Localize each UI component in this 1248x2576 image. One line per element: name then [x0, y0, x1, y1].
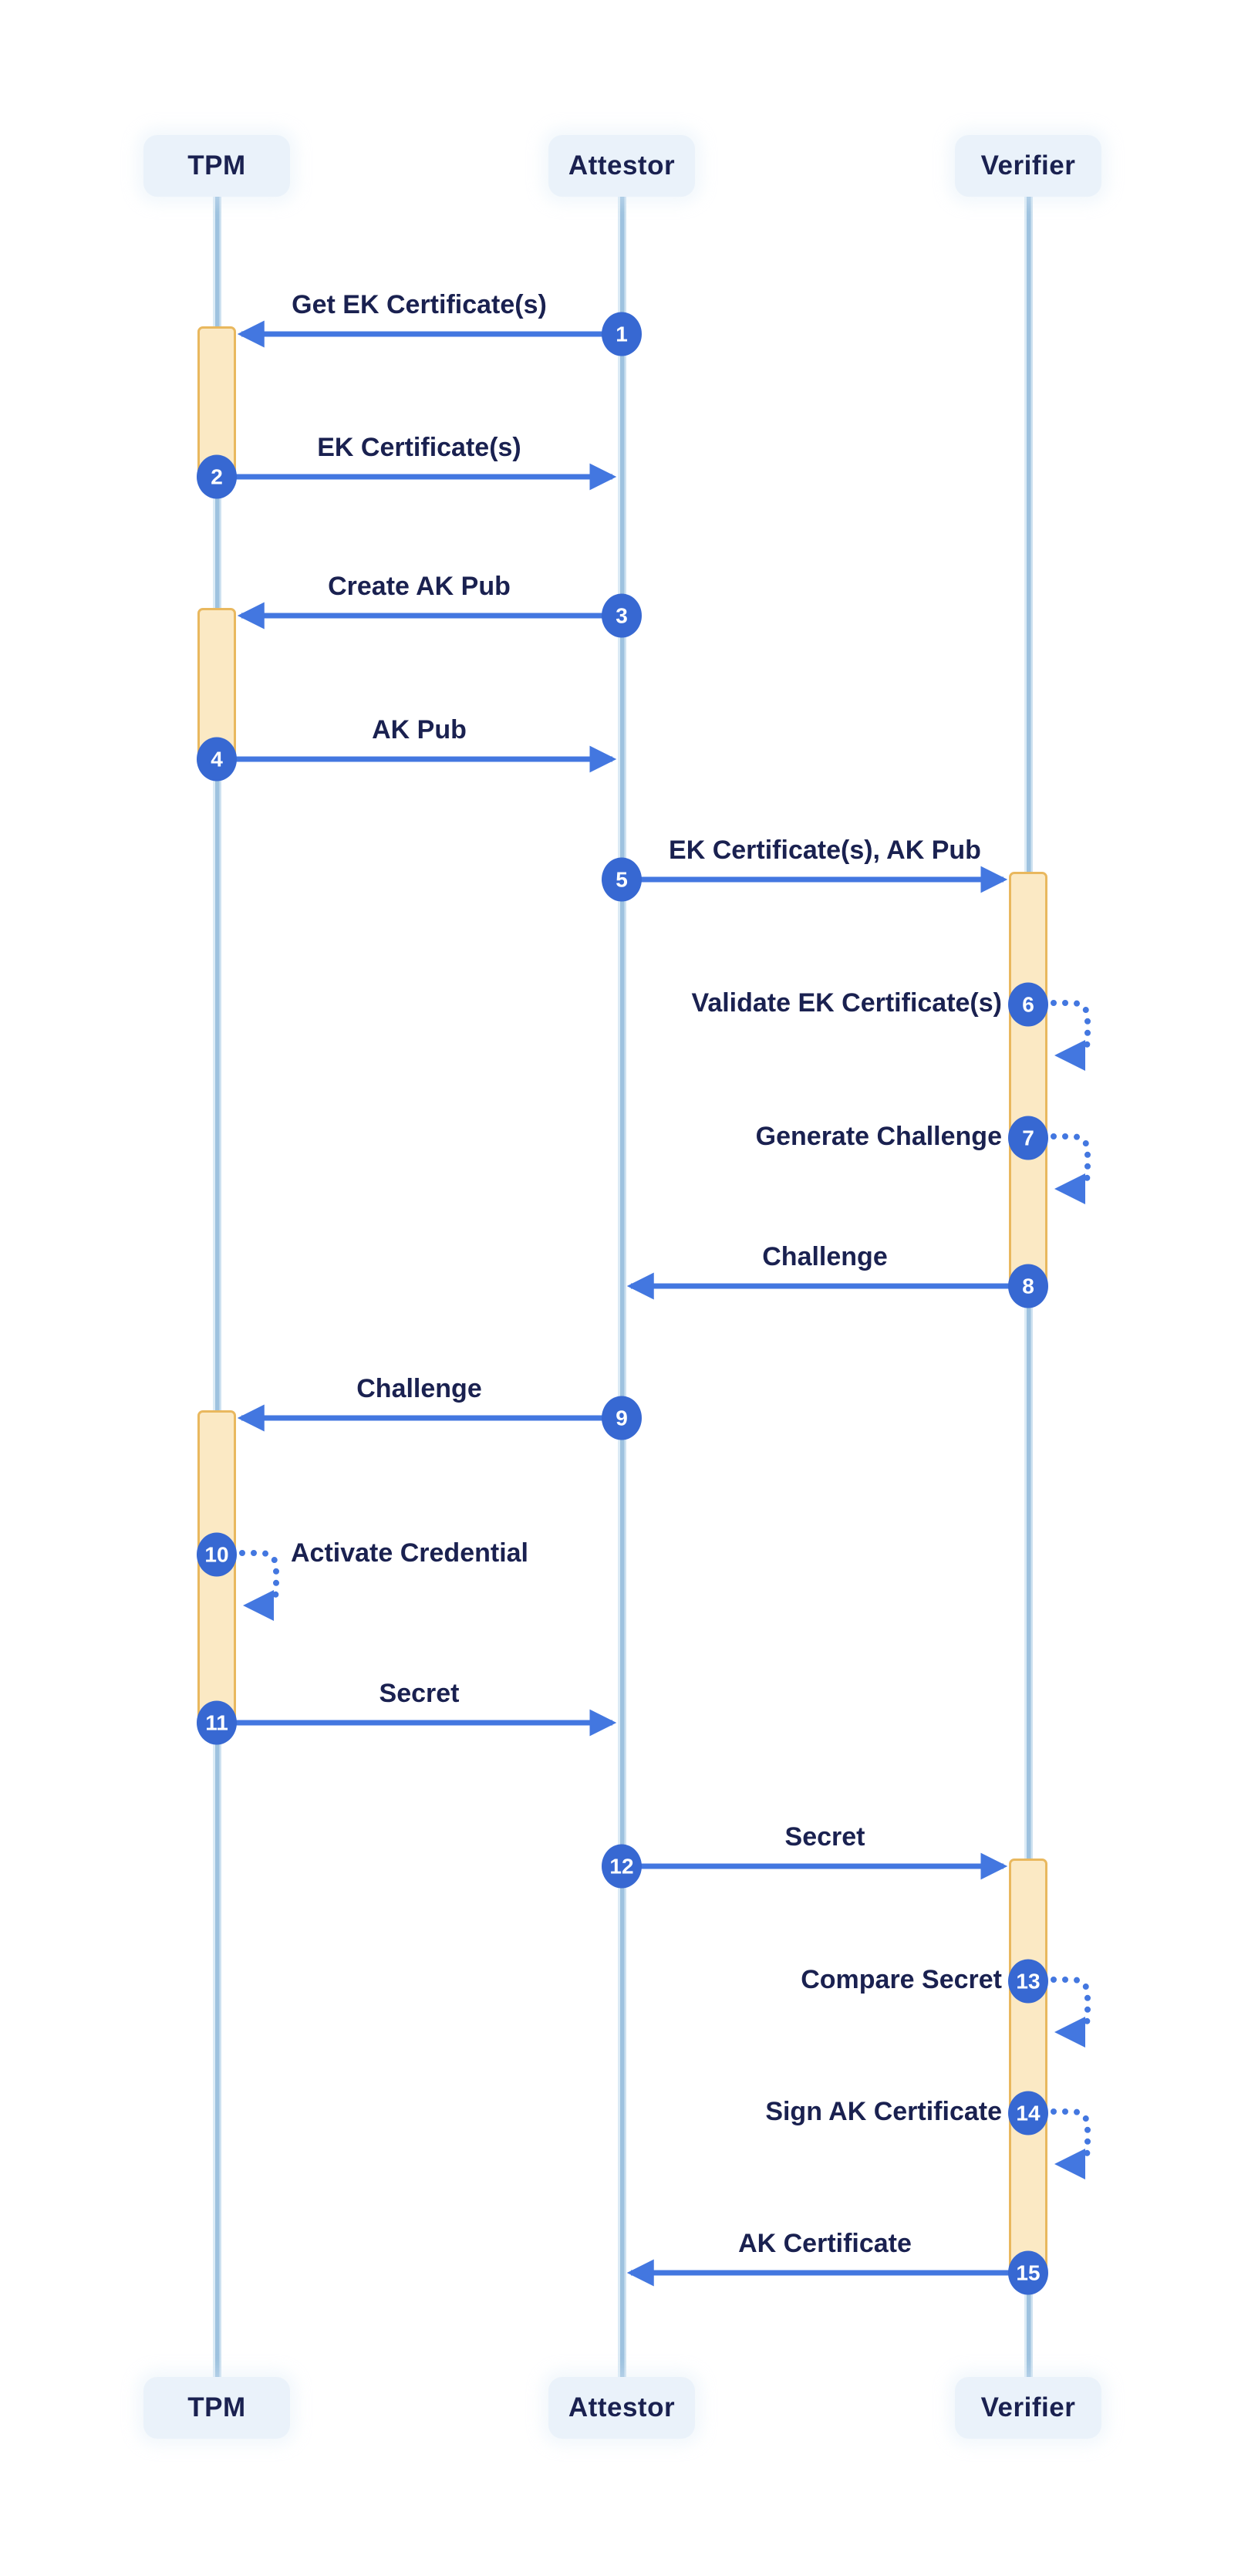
- actor-bottom-tpm: TPM: [143, 2377, 290, 2439]
- actor-top-verifier: Verifier: [955, 135, 1101, 197]
- message-label-6: Validate EK Certificate(s): [691, 988, 1002, 1018]
- self-loop-arrow-6: [1051, 1000, 1091, 1071]
- message-label-5: EK Certificate(s), AK Pub: [669, 836, 981, 865]
- message-label-7: Generate Challenge: [755, 1122, 1002, 1151]
- activation-bar-verifier-5: [1009, 1859, 1047, 2279]
- step-badge-14: 14: [1008, 2091, 1048, 2135]
- message-label-1: Get EK Certificate(s): [292, 290, 547, 319]
- step-badge-4: 4: [197, 737, 237, 782]
- actor-bottom-verifier: Verifier: [955, 2377, 1101, 2439]
- lifeline-attestor: [617, 192, 626, 2382]
- step-badge-13: 13: [1008, 1959, 1048, 2004]
- message-label-9: Challenge: [356, 1374, 482, 1403]
- step-badge-5: 5: [602, 857, 642, 902]
- self-loop-arrow-14: [1051, 2108, 1091, 2179]
- step-badge-9: 9: [602, 1396, 642, 1440]
- message-label-10: Activate Credential: [291, 1538, 528, 1568]
- step-badge-10: 10: [197, 1532, 237, 1577]
- step-badge-1: 1: [602, 312, 642, 356]
- step-badge-12: 12: [602, 1844, 642, 1889]
- step-badge-7: 7: [1008, 1116, 1048, 1160]
- actor-top-attestor: Attestor: [548, 135, 695, 197]
- message-label-4: AK Pub: [372, 715, 467, 744]
- step-badge-11: 11: [197, 1700, 237, 1745]
- step-badge-8: 8: [1008, 1264, 1048, 1308]
- step-badge-15: 15: [1008, 2250, 1048, 2295]
- self-loop-arrow-7: [1051, 1133, 1091, 1204]
- message-label-8: Challenge: [762, 1242, 888, 1271]
- step-badge-6: 6: [1008, 982, 1048, 1027]
- activation-bar-tpm-1: [197, 326, 236, 483]
- message-label-2: EK Certificate(s): [317, 433, 521, 462]
- actor-bottom-attestor: Attestor: [548, 2377, 695, 2439]
- message-label-15: AK Certificate: [738, 2229, 912, 2258]
- step-badge-3: 3: [602, 593, 642, 638]
- self-loop-arrow-10: [239, 1550, 279, 1621]
- message-label-14: Sign AK Certificate: [765, 2097, 1002, 2126]
- actor-top-tpm: TPM: [143, 135, 290, 197]
- step-badge-2: 2: [197, 454, 237, 499]
- message-label-3: Create AK Pub: [328, 572, 511, 601]
- message-label-11: Secret: [379, 1679, 460, 1708]
- self-loop-arrow-13: [1051, 1977, 1091, 2048]
- message-label-12: Secret: [784, 1822, 865, 1852]
- lifeline-tpm: [212, 192, 221, 2382]
- message-label-13: Compare Secret: [801, 1965, 1002, 1994]
